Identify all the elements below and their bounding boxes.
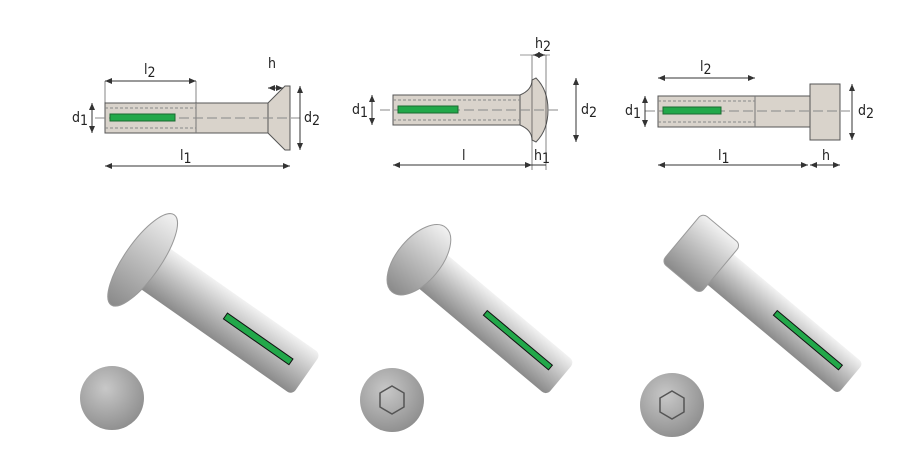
insert-strip	[109, 113, 176, 122]
drawing-countersunk-head: l2 h d1 d2 l1	[72, 56, 320, 169]
label-d1: d1	[352, 102, 368, 121]
render-cylinder-head-screw	[640, 214, 862, 437]
drawing-cylinder-head: l2 d1 d2 l1 h	[625, 59, 874, 168]
render-button-head-screw	[360, 224, 573, 432]
label-h: h	[822, 148, 830, 164]
head-end-view	[360, 368, 424, 432]
hex-socket-icon	[379, 385, 405, 415]
render-countersunk-screw	[80, 213, 319, 430]
label-h: h	[268, 56, 276, 72]
label-l2: l2	[700, 59, 712, 78]
head-end-view	[640, 373, 704, 437]
head-end-view	[80, 366, 144, 430]
label-h2: h2	[535, 36, 551, 55]
label-l: l	[462, 148, 466, 164]
label-h1: h1	[534, 148, 550, 167]
drawing-button-head: h2 d1 d2 l h1	[352, 36, 597, 170]
label-l1: l1	[718, 148, 730, 167]
hex-socket-icon	[659, 390, 685, 420]
label-d1: d1	[625, 103, 641, 122]
label-d2: d2	[304, 110, 320, 129]
insert-strip	[397, 105, 459, 114]
label-l1: l1	[180, 148, 192, 167]
label-d2: d2	[858, 103, 874, 122]
label-d2: d2	[581, 102, 597, 121]
label-d1: d1	[72, 110, 88, 129]
label-l2: l2	[144, 62, 156, 81]
insert-strip	[662, 106, 722, 115]
